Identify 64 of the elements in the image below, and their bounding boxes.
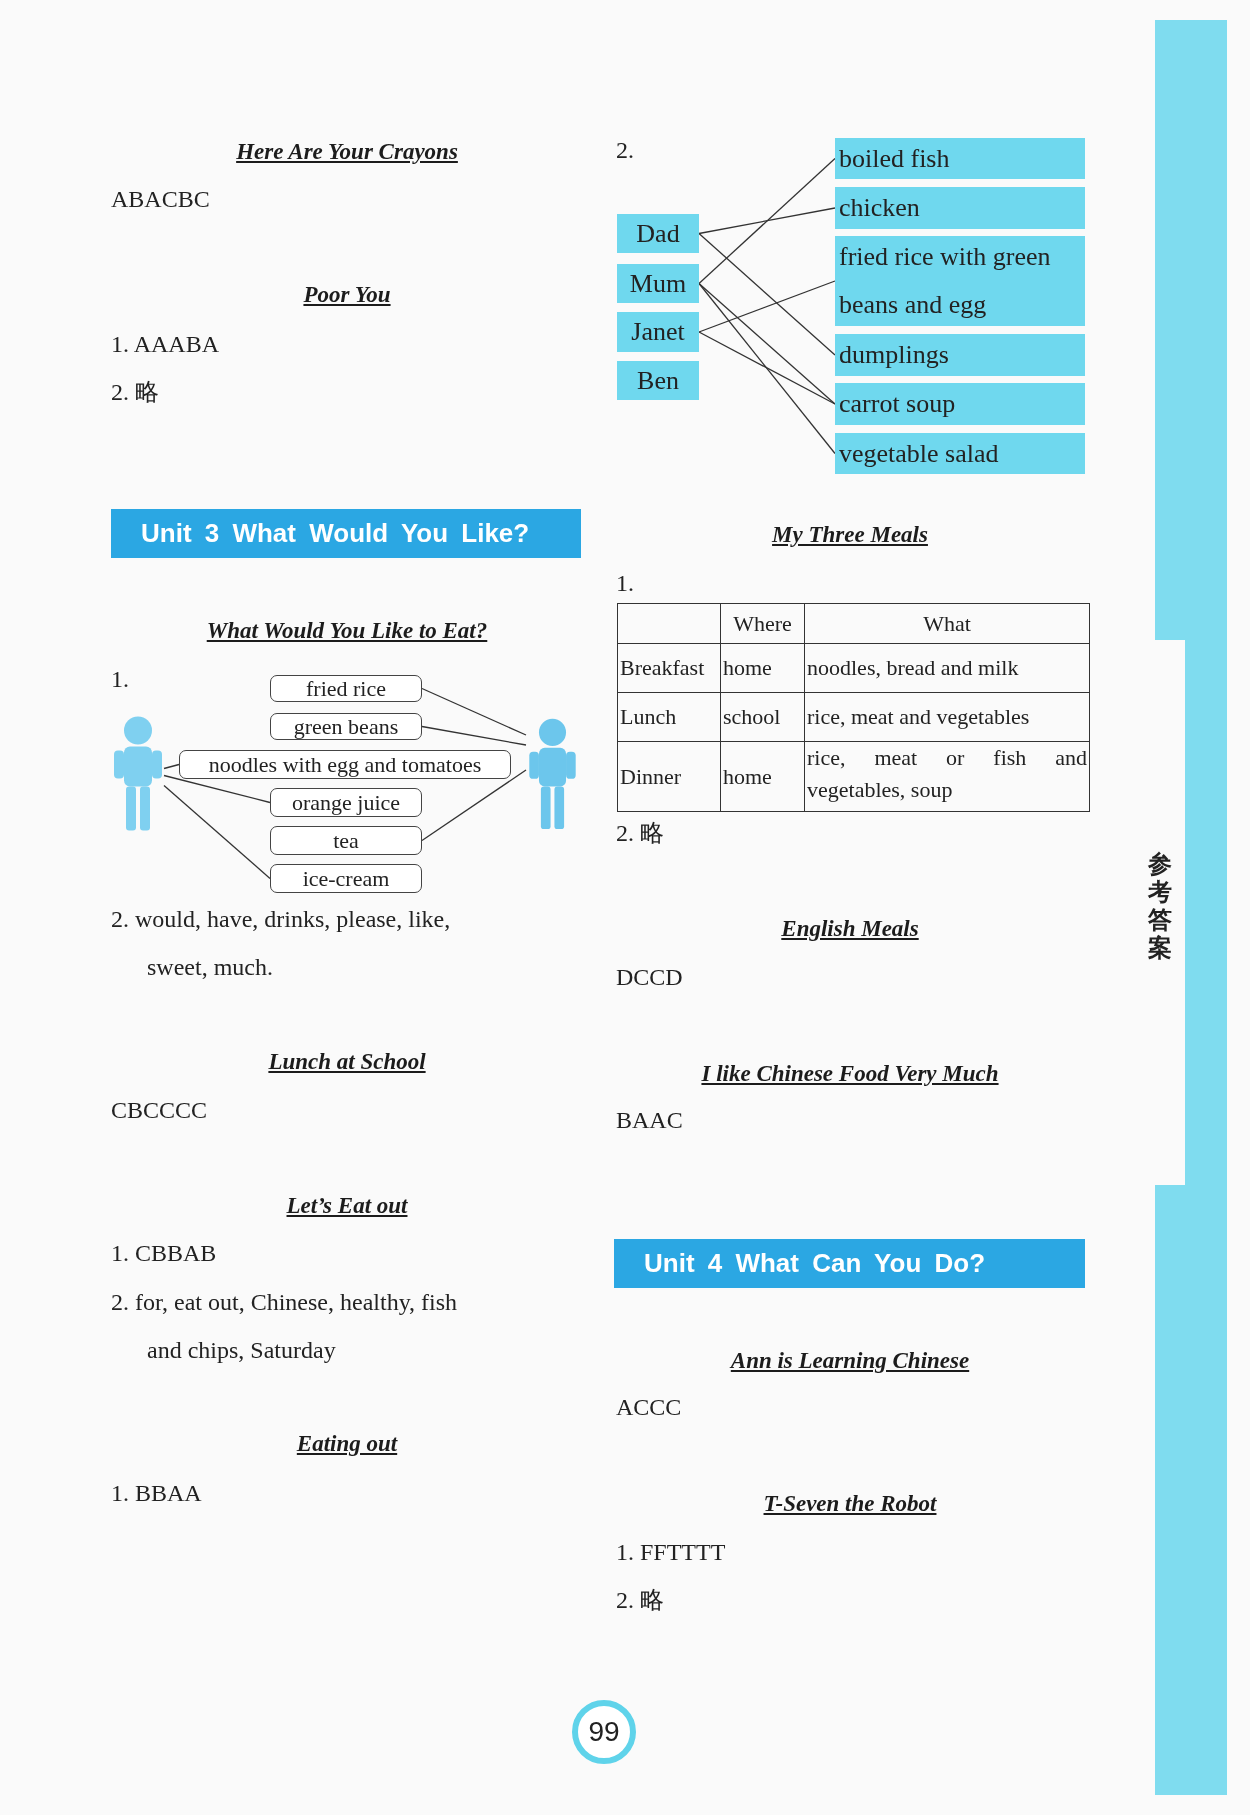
unit-banner: Unit 4 What Can You Do? <box>614 1239 1085 1288</box>
section-title: Here Are Your Crayons <box>236 138 458 166</box>
section-title: Poor You <box>303 281 391 309</box>
side-tab-text: 参考答案 <box>1147 850 1173 962</box>
answer-text: 1. <box>616 569 634 598</box>
answer-text: 2. 略 <box>616 1586 664 1615</box>
food-card: boiled fish <box>835 138 1085 179</box>
connector-line <box>163 763 180 770</box>
answer-text: 1. FFTTTT <box>616 1538 726 1567</box>
section-title: What Would You Like to Eat? <box>206 617 488 645</box>
name-card: Ben <box>617 361 699 400</box>
section-title: T-Seven the Robot <box>763 1490 937 1518</box>
connector-line <box>698 207 836 235</box>
section-title: My Three Meals <box>772 521 928 549</box>
answer-option: orange juice <box>270 788 422 817</box>
unit-banner: Unit 3 What Would You Like? <box>111 509 581 558</box>
answer-text: 2. for, eat out, Chinese, healthy, fish and chips, Saturday <box>111 1288 459 1365</box>
connector-line <box>698 280 836 333</box>
name-card: Dad <box>617 214 699 253</box>
answer-option: noodles with egg and tomatoes <box>179 750 511 779</box>
table-cell: Dinner <box>617 741 721 812</box>
connector-line <box>698 157 836 285</box>
answer-text: 1. AAABA <box>111 330 219 359</box>
connector-line <box>698 282 836 405</box>
answer-text: 1. CBBAB <box>111 1239 217 1268</box>
answer-text: 1. <box>111 665 129 694</box>
section-title: Ann is Learning Chinese <box>730 1347 970 1375</box>
section-title: English Meals <box>781 915 919 943</box>
answer-text: 2. 略 <box>111 378 159 407</box>
connector-line <box>163 774 271 804</box>
answer-text: CBCCCC <box>111 1096 208 1125</box>
answer-option: fried rice <box>270 675 422 702</box>
table-cell: rice, meat or fish and vegetables, soup <box>804 741 1090 812</box>
section-title: I like Chinese Food Very Much <box>701 1060 999 1088</box>
answer-option: green beans <box>270 713 422 740</box>
page-number: 99 <box>572 1700 636 1764</box>
answer-text: ABACBC <box>111 185 210 214</box>
connector-line <box>421 769 527 842</box>
answer-text: ACCC <box>616 1393 682 1422</box>
food-card: carrot soup <box>835 383 1085 425</box>
connector-line <box>698 331 836 405</box>
answer-text: 2. 略 <box>616 819 664 848</box>
table-cell: rice, meat and vegetables <box>804 692 1090 742</box>
connector-line <box>163 784 271 880</box>
food-card: chicken <box>835 187 1085 229</box>
section-title: Lunch at School <box>268 1048 426 1076</box>
answer-text: 1. BBAA <box>111 1479 202 1508</box>
answer-option: ice-cream <box>270 864 422 893</box>
answer-text: 2. <box>616 136 634 165</box>
answer-text: BAAC <box>616 1106 683 1135</box>
food-card: vegetable salad <box>835 433 1085 474</box>
name-card: Janet <box>617 312 699 352</box>
answer-option: tea <box>270 826 422 855</box>
food-card: dumplings <box>835 334 1085 376</box>
section-title: Let’s Eat out <box>286 1192 408 1220</box>
connector-line <box>698 232 836 356</box>
name-card: Mum <box>617 264 699 303</box>
answer-text: DCCD <box>616 963 683 992</box>
table-cell: What <box>804 603 1090 644</box>
answer-text: 2. would, have, drinks, please, like, sweet, much. <box>111 905 452 982</box>
connector-line <box>421 725 527 746</box>
section-title: Eating out <box>296 1430 398 1458</box>
connector-line <box>421 687 527 736</box>
table-cell: noodles, bread and milk <box>804 643 1090 693</box>
